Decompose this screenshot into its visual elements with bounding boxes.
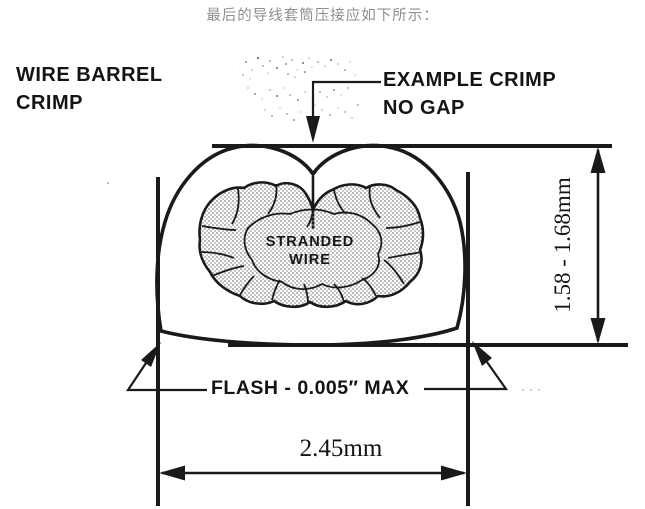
page-title: 最后的导线套筒压接应如下所示： bbox=[206, 8, 439, 24]
width-dimension-label: 2.45mm bbox=[299, 435, 383, 462]
stranded-wire-mass bbox=[198, 181, 425, 309]
height-dimension-arrow bbox=[590, 147, 606, 344]
example-crimp-label: EXAMPLE CRIMP NO GAP bbox=[383, 69, 557, 119]
flash-arrow-left bbox=[125, 342, 207, 392]
stranded-wire-label: STRANDED WIRE bbox=[265, 234, 355, 268]
flash-max-label: FLASH - 0.005″ MAX bbox=[211, 377, 410, 399]
wire-barrel-crimp-label: WIRE BARREL CRIMP bbox=[16, 64, 163, 114]
width-dimension-arrow bbox=[159, 465, 467, 481]
scan-noise-speckles bbox=[107, 56, 540, 391]
flash-arrow-right bbox=[424, 341, 509, 391]
height-dimension-label: 1.58 - 1.68mm bbox=[550, 177, 575, 313]
crimp-pointer-arrow bbox=[306, 80, 381, 143]
wire-strand-cracks bbox=[199, 183, 423, 304]
